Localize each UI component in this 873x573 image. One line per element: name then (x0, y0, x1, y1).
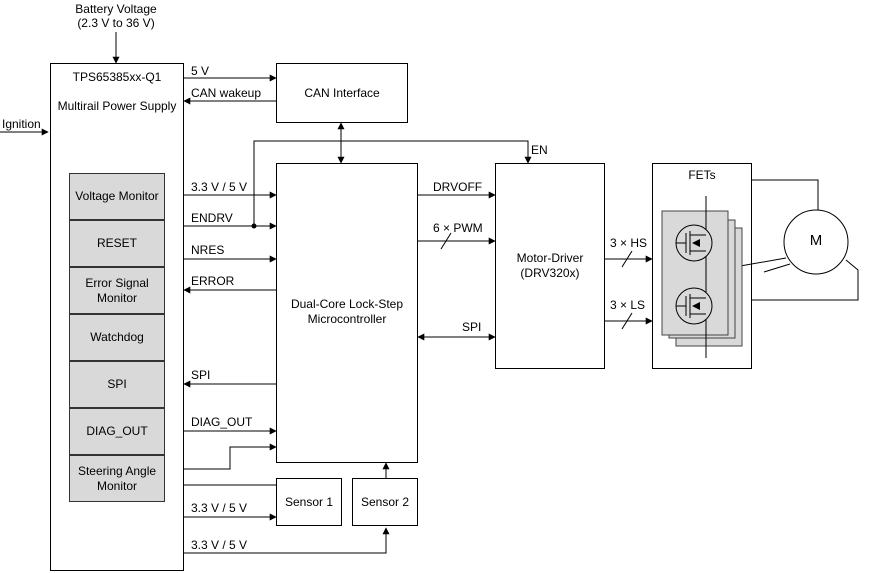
sig-mcu-supply: 3.3 V / 5 V (191, 180, 248, 194)
fet-stack (661, 196, 743, 358)
steering-arrow (183, 443, 277, 470)
fets-block (652, 163, 752, 369)
battery-range-label: (2.3 V to 36 V) (77, 16, 155, 30)
module-steering-angle-monitor: Steering Angle Monitor (69, 455, 165, 502)
junction-dot (251, 223, 257, 229)
sig-sensor2-supply: 3.3 V / 5 V (191, 538, 248, 552)
en-arrow (253, 140, 532, 226)
sensor2-supply-arrow (183, 527, 390, 554)
sig-diag-out: DIAG_OUT (191, 415, 253, 429)
ignition-label: Ignition (2, 117, 41, 131)
module-error-signal-monitor: Error Signal Monitor (69, 267, 165, 314)
sig-spi-drv: SPI (462, 320, 482, 334)
battery-voltage-label: Battery Voltage (75, 2, 157, 16)
sig-can-wakeup: CAN wakeup (191, 86, 262, 100)
module-diag-out: DIAG_OUT (69, 408, 165, 455)
sig-pwm: 6 × PWM (433, 221, 483, 235)
can-interface-block: CAN Interface (276, 63, 408, 123)
sig-5v: 5 V (191, 64, 210, 78)
sig-en: EN (531, 143, 548, 157)
fets-label: FETs (688, 168, 716, 182)
module-spi: SPI (69, 361, 165, 408)
sig-ls: 3 × LS (610, 298, 646, 312)
sig-error: ERROR (191, 274, 235, 288)
motor-circle (783, 209, 849, 275)
pmic-desc-label: Multirail Power Supply (57, 99, 177, 113)
sig-nres: NRES (191, 243, 225, 257)
sig-sensor1-supply: 3.3 V / 5 V (191, 501, 248, 515)
motor-wire-top (752, 179, 819, 212)
driver-label-line1: Motor-Driver (516, 251, 584, 265)
sig-endrv: ENDRV (191, 211, 233, 225)
module-reset: RESET (69, 220, 165, 267)
sensor-1-block: Sensor 1 (276, 478, 342, 526)
pmic-part-label: TPS65385xx-Q1 (72, 70, 162, 84)
sensor-2-block: Sensor 2 (352, 478, 418, 526)
sig-hs: 3 × HS (610, 236, 648, 250)
sig-drvoff: DRVOFF (433, 180, 483, 194)
sig-spi-pmic: SPI (191, 368, 211, 382)
motor-wire-bot (752, 259, 859, 301)
mcu-label-line1: Dual-Core Lock-Step (290, 297, 404, 311)
driver-label-line2: (DRV320x) (520, 266, 580, 280)
module-voltage-monitor: Voltage Monitor (69, 173, 165, 220)
module-watchdog: Watchdog (69, 314, 165, 361)
mcu-block (276, 163, 418, 463)
mcu-label-line2: Microcontroller (307, 312, 387, 326)
motor-label: M (809, 232, 823, 249)
motor-driver-block (495, 163, 605, 369)
